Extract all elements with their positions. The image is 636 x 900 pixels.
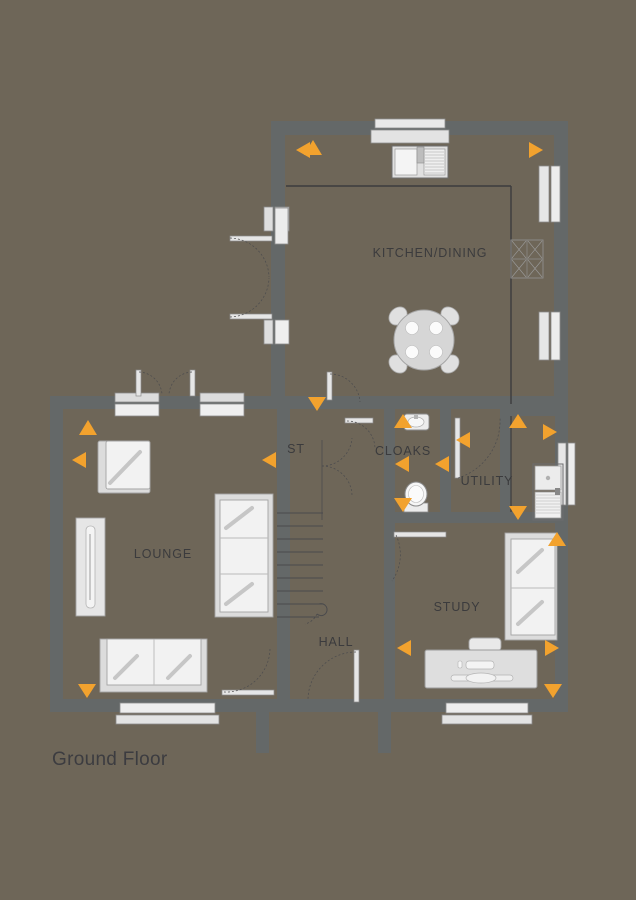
cloaks-fittings-group <box>403 413 430 513</box>
cloaks-wc <box>403 481 429 513</box>
room-label-cloaks: CLOAKS <box>375 444 431 458</box>
staircase <box>277 512 328 625</box>
wall-kitchen-left <box>271 121 285 406</box>
room-labels-group: KITCHEN/DINING ST CLOAKS UTILITY LOUNGE … <box>134 246 514 649</box>
door-cloaks[interactable] <box>344 417 376 450</box>
wall-porch-right <box>378 699 391 753</box>
door-front-entrance[interactable] <box>307 649 360 703</box>
viewpoint-marker-cloaks-w[interactable] <box>395 456 409 472</box>
kitchen-sink <box>391 145 449 179</box>
door-store-cupboard[interactable] <box>321 437 353 520</box>
wall-utility-bottom <box>384 512 568 523</box>
wall-utility-left <box>500 409 511 523</box>
lounge-sofa-right <box>214 493 274 618</box>
viewpoint-marker-study-n[interactable] <box>548 532 566 546</box>
door-kitchen-west-lower[interactable] <box>229 277 290 345</box>
door-lounge-north-right[interactable] <box>168 369 245 417</box>
lounge-media-unit <box>75 517 106 617</box>
room-label-st: ST <box>287 442 305 456</box>
study-sofa <box>504 532 558 641</box>
window-kitchen-east-upper <box>538 165 561 223</box>
kitchen-fittings-group <box>274 145 544 404</box>
window-lounge-south <box>115 702 220 725</box>
viewpoint-marker-cloaks-s[interactable] <box>394 498 412 512</box>
viewpoint-marker-utility-s[interactable] <box>509 506 527 520</box>
wall-hall-bottom <box>256 699 391 712</box>
kitchen-tall-unit <box>274 207 289 245</box>
viewpoint-marker-lounge-n[interactable] <box>79 420 97 435</box>
sink-tap <box>416 146 425 164</box>
viewpoint-marker-lounge-s[interactable] <box>78 684 96 698</box>
windows-group <box>114 118 576 725</box>
page-title: Ground Floor <box>52 749 168 770</box>
internal-doors-group <box>221 371 501 703</box>
wall-kitchen-right <box>554 121 568 416</box>
viewpoint-marker-study-e[interactable] <box>545 640 559 656</box>
viewpoint-markers-group[interactable] <box>72 140 566 698</box>
viewpoint-marker-lounge-w[interactable] <box>72 452 86 468</box>
wall-porch-left <box>256 699 269 753</box>
lounge-sofa-bottom <box>99 638 208 693</box>
dining-table <box>388 306 460 374</box>
door-lounge-north-left[interactable] <box>114 369 163 417</box>
window-kitchen-north <box>370 118 450 144</box>
viewpoint-marker-study-s[interactable] <box>544 684 562 698</box>
utility-appliance <box>532 463 564 521</box>
study-furniture-group <box>424 532 558 689</box>
wall-kitchen-bottom <box>285 396 568 409</box>
room-label-kitchen-dining: KITCHEN/DINING <box>373 246 488 260</box>
window-kitchen-east-lower <box>538 311 561 361</box>
viewpoint-marker-cloaks-e[interactable] <box>435 456 449 472</box>
study-desk <box>424 637 538 689</box>
kitchen-hob <box>510 239 544 279</box>
wall-lounge-top <box>50 396 290 409</box>
viewpoint-marker-utility-ne[interactable] <box>543 424 557 440</box>
lounge-armchair <box>97 440 151 494</box>
door-kitchen-hall[interactable] <box>326 371 361 403</box>
viewpoint-marker-kitchen-n2[interactable] <box>296 142 310 158</box>
viewpoint-marker-study-w[interactable] <box>397 640 411 656</box>
door-lounge[interactable] <box>221 647 275 696</box>
viewpoint-marker-kitchen-ne[interactable] <box>529 142 543 158</box>
wall-lounge-left <box>50 396 63 712</box>
room-label-hall: HALL <box>319 635 354 649</box>
wall-lounge-right <box>277 409 290 712</box>
viewpoint-marker-utility-n[interactable] <box>509 414 527 428</box>
lounge-furniture-group <box>75 440 274 693</box>
viewpoint-marker-cloaks-n[interactable] <box>394 414 412 428</box>
door-study[interactable] <box>391 531 447 582</box>
viewpoint-marker-kitchen-s[interactable] <box>308 397 326 411</box>
viewpoint-marker-lounge-e[interactable] <box>262 452 276 468</box>
wall-hall-right <box>384 523 395 712</box>
utility-fittings-group <box>510 416 564 521</box>
door-utility[interactable] <box>454 417 501 479</box>
window-study-south <box>441 702 533 725</box>
study-desk-chair <box>468 637 502 652</box>
wall-cloaks-left <box>384 409 395 523</box>
viewpoint-marker-utility-w[interactable] <box>456 432 470 448</box>
room-label-lounge: LOUNGE <box>134 547 192 561</box>
room-label-utility: UTILITY <box>461 474 514 488</box>
room-label-study: STUDY <box>434 600 481 614</box>
